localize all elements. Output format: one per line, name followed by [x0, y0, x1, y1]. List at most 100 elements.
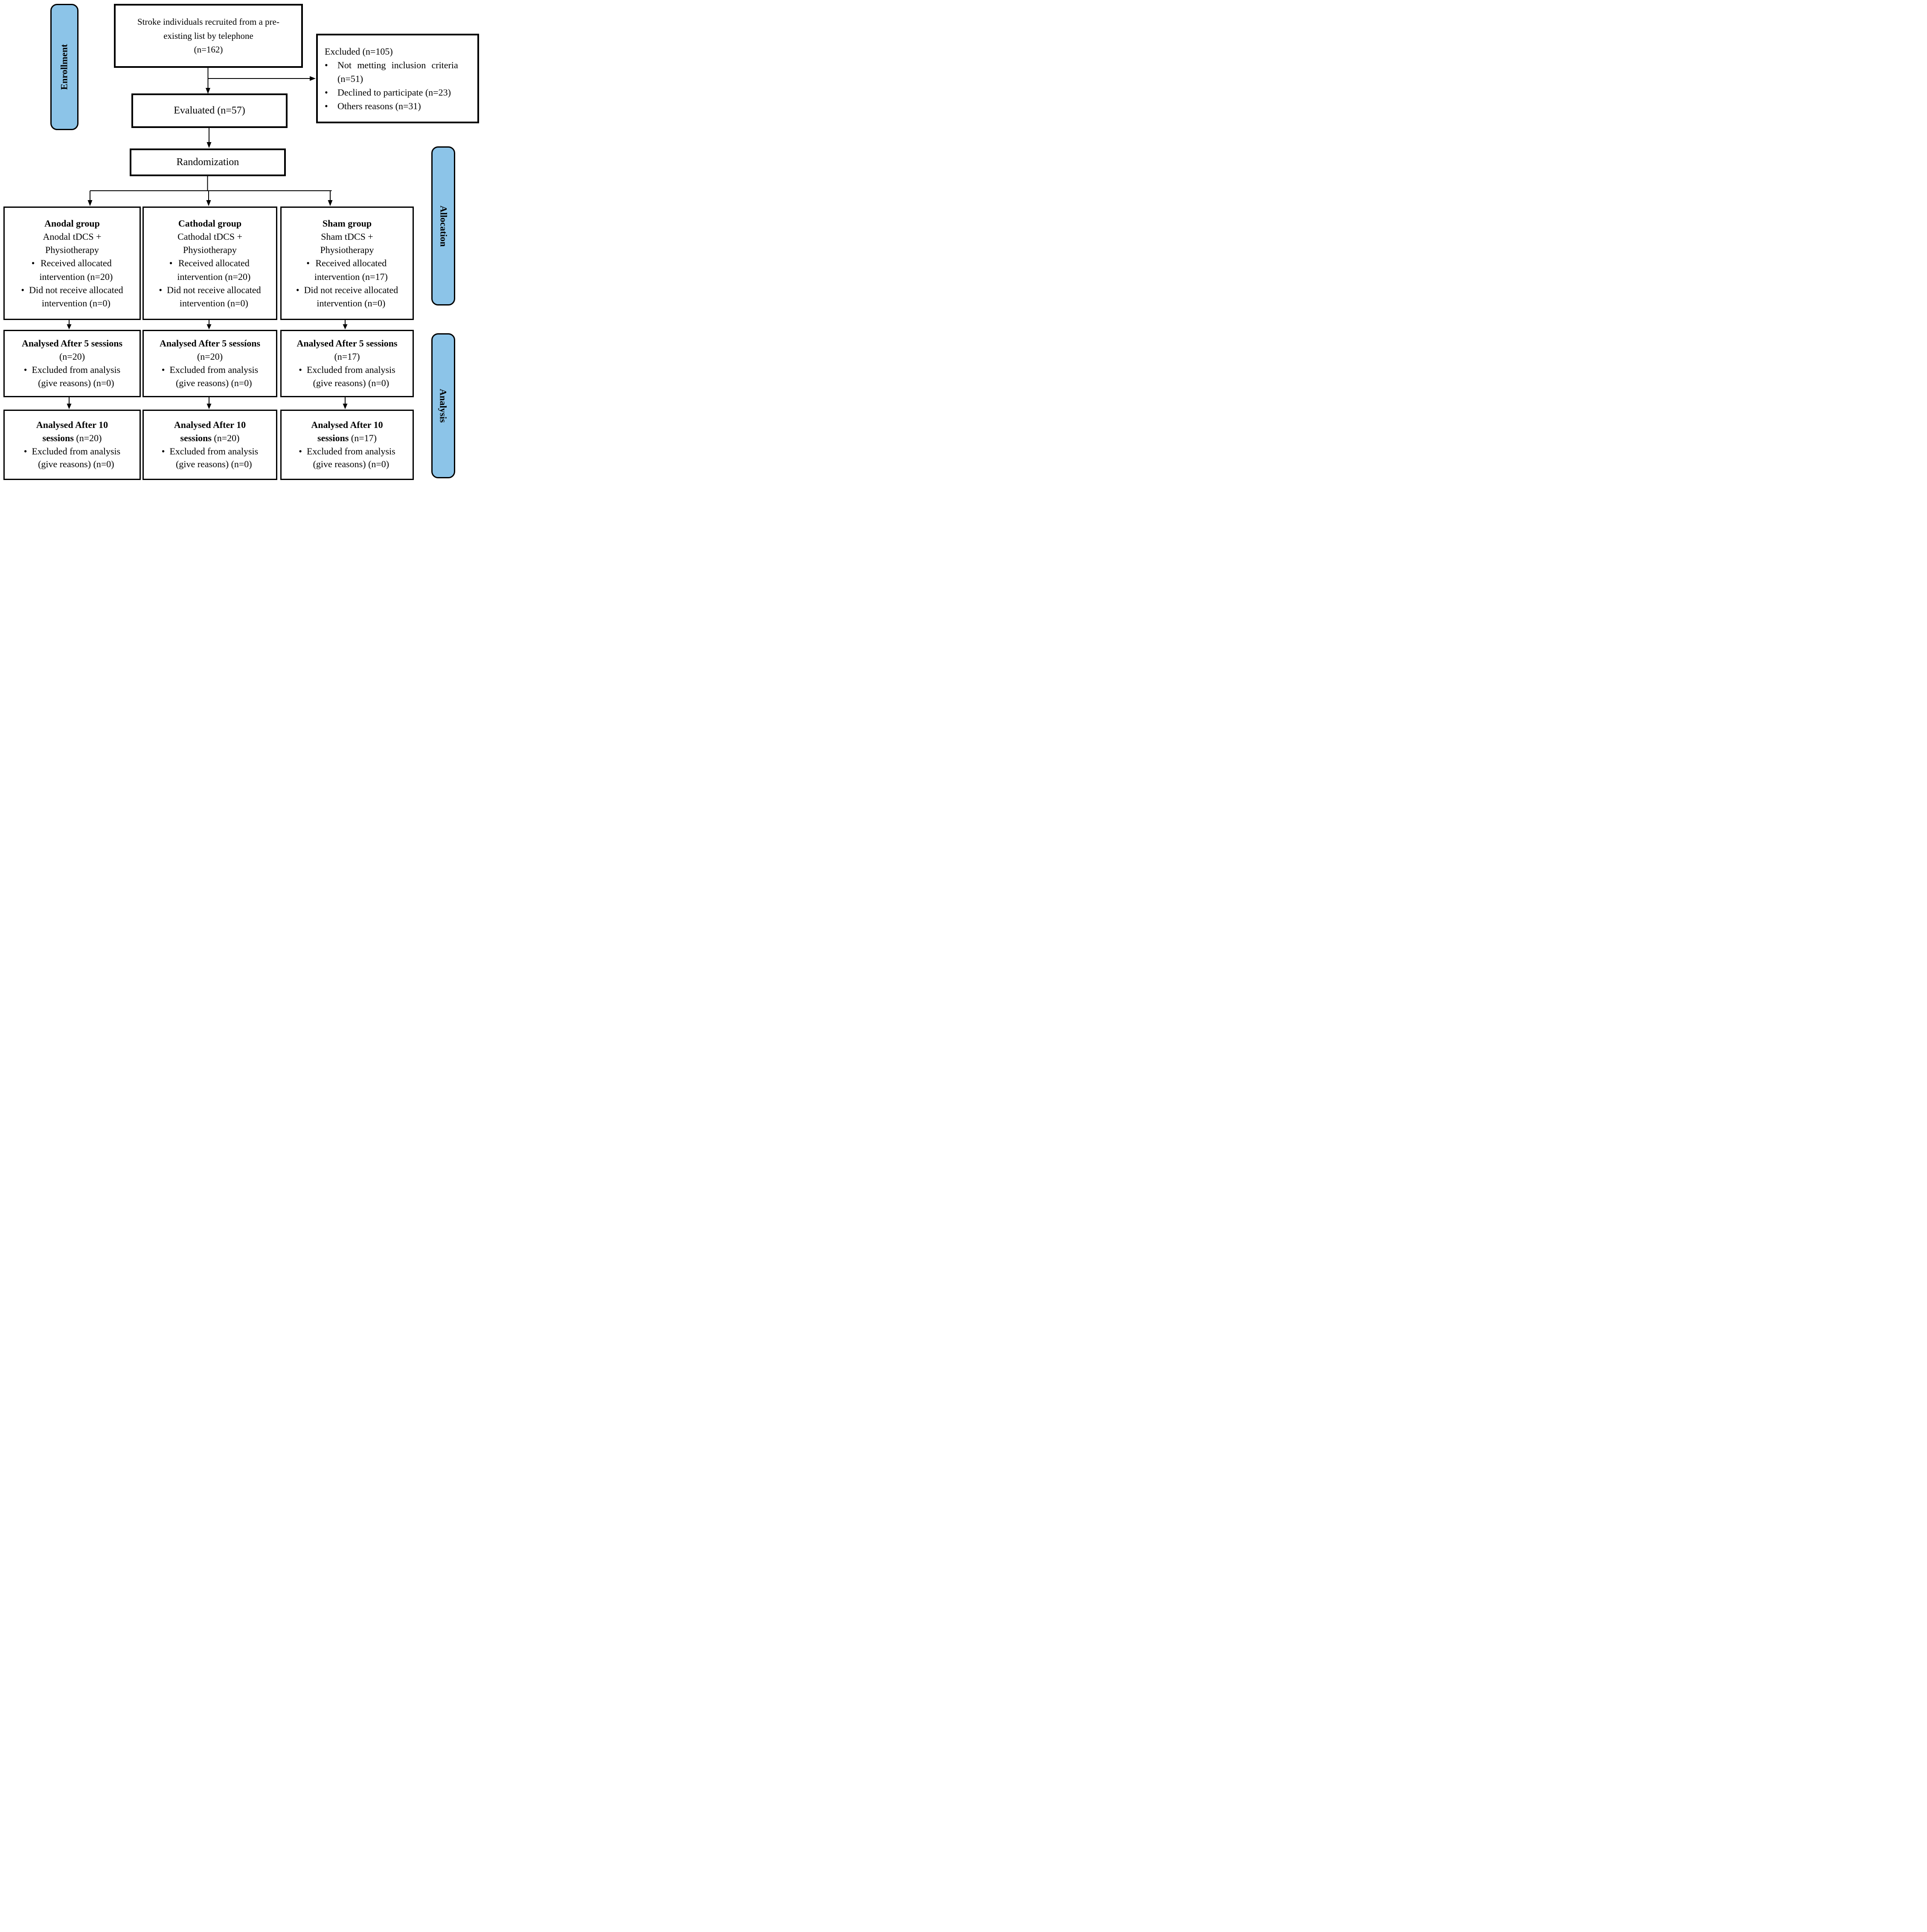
bullet-line: intervention (n=0)	[317, 298, 386, 309]
bullet-icon: •	[296, 284, 299, 295]
analysis-n: (n=17)	[334, 351, 360, 362]
randomization-box: Randomization	[130, 148, 286, 176]
consort-flow-diagram: Enrollment Allocation Analysis Stroke in…	[0, 0, 482, 483]
bullet-icon: •	[306, 258, 310, 269]
recruitment-box: Stroke individuals recruited from a pre-…	[114, 4, 303, 68]
analysis-title: Analysed After 10	[311, 419, 383, 430]
analysis-n: (n=17)	[351, 432, 377, 443]
bullet-icon: •	[23, 364, 27, 375]
group-title: Sham group	[322, 218, 372, 229]
bullet-line: (give reasons) (n=0)	[313, 377, 389, 388]
evaluated-box: Evaluated (n=57)	[131, 93, 288, 128]
bullet-icon: •	[325, 60, 328, 71]
group-subtitle: Cathodal tDCS +	[177, 231, 242, 242]
bullet-line: (give reasons) (n=0)	[38, 459, 114, 470]
excluded-item: • Declined to participate (n=23)	[325, 86, 451, 99]
bullet-line: Excluded from analysis	[306, 364, 395, 375]
analysis-title-bold: sessions	[180, 432, 212, 443]
analysis-bullet-item: • Excluded from analysis (give reasons) …	[284, 445, 410, 471]
bullet-icon: •	[161, 445, 165, 457]
analysis-bullet-item: • Excluded from analysis (give reasons) …	[284, 364, 410, 390]
stage-label-text: Allocation	[438, 205, 449, 247]
cathodal-after10-box: Analysed After 10 sessions (n=20) • Excl…	[142, 410, 277, 480]
analysis-bullet-item: • Excluded from analysis (give reasons) …	[7, 364, 137, 390]
anodal-group-box: Anodal group Anodal tDCS + Physiotherapy…	[3, 207, 141, 320]
bullet-icon: •	[23, 445, 27, 457]
stage-label-analysis: Analysis	[431, 333, 455, 478]
group-bullet-item: • Did not receive allocated intervention…	[7, 283, 137, 310]
bullet-line: Received allocated	[40, 258, 112, 269]
analysis-title: Analysed After 10	[36, 419, 108, 430]
analysis-title: Analysed After 5 sessions	[21, 338, 123, 349]
bullet-icon: •	[31, 258, 35, 269]
bullet-line: Excluded from analysis	[306, 445, 395, 457]
stage-label-text: Enrollment	[59, 44, 70, 90]
excluded-item-line: (n=51)	[337, 73, 363, 84]
analysis-bullet-item: • Excluded from analysis (give reasons) …	[146, 445, 273, 471]
bullet-line: Did not receive allocated	[304, 284, 398, 295]
stage-label-text: Analysis	[438, 389, 449, 423]
analysis-title-line2: sessions (n=20)	[180, 432, 240, 445]
group-subtitle: Physiotherapy	[45, 244, 99, 256]
bullet-line: intervention (n=20)	[39, 271, 113, 282]
group-bullet-item: • Received allocated intervention (n=20)	[7, 256, 137, 283]
stage-label-enrollment: Enrollment	[50, 4, 78, 130]
group-bullet-item: • Received allocated intervention (n=17)	[284, 256, 410, 283]
bullet-icon: •	[169, 258, 173, 269]
bullet-line: intervention (n=0)	[41, 298, 110, 309]
box-line: Evaluated (n=57)	[174, 105, 245, 116]
analysis-n: (n=20)	[214, 432, 240, 443]
bullet-icon: •	[299, 445, 302, 457]
analysis-bullet-item: • Excluded from analysis (give reasons) …	[7, 445, 137, 471]
bullet-line: (give reasons) (n=0)	[176, 459, 252, 470]
bullet-line: intervention (n=20)	[177, 271, 251, 282]
bullet-line: (give reasons) (n=0)	[176, 377, 252, 388]
bullet-line: Excluded from analysis	[169, 445, 259, 457]
box-line: Stroke individuals recruited from a pre-	[137, 17, 279, 27]
excluded-item-line: Others reasons (n=31)	[337, 100, 421, 111]
analysis-title-bold: sessions	[317, 432, 349, 443]
bullet-icon: •	[325, 100, 328, 111]
bullet-icon: •	[299, 364, 302, 375]
bullet-icon: •	[161, 364, 165, 375]
bullet-icon: •	[159, 284, 163, 295]
bullet-line: Received allocated	[315, 258, 387, 269]
group-subtitle: Anodal tDCS +	[43, 231, 102, 242]
group-subtitle: Sham tDCS +	[321, 231, 373, 242]
group-subtitle: Physiotherapy	[320, 244, 374, 256]
group-title: Cathodal group	[178, 218, 242, 229]
box-line: Randomization	[176, 157, 239, 168]
box-line: existing list by telephone	[163, 30, 253, 41]
analysis-title: Analysed After 10	[174, 419, 246, 430]
cathodal-after5-box: Analysed After 5 sessíons (n=20) • Exclu…	[142, 330, 277, 397]
analysis-title: Analysed After 5 sessíons	[159, 338, 261, 349]
analysis-title-line2: sessions (n=20)	[43, 432, 102, 445]
analysis-n: (n=20)	[76, 432, 102, 443]
excluded-item: • Not metting inclusion criteria (n=51)	[325, 58, 458, 86]
analysis-bullet-item: • Excluded from analysis (give reasons) …	[146, 364, 273, 390]
analysis-title-line2: sessions (n=17)	[317, 432, 377, 445]
group-bullet-item: • Did not receive allocated intervention…	[284, 283, 410, 310]
sham-after10-box: Analysed After 10 sessions (n=17) • Excl…	[280, 410, 414, 480]
stage-label-allocation: Allocation	[431, 146, 455, 306]
bullet-line: Received allocated	[178, 258, 250, 269]
sham-group-box: Sham group Sham tDCS + Physiotherapy • R…	[280, 207, 414, 320]
excluded-item-line: Not metting inclusion criteria	[337, 60, 458, 71]
bullet-line: (give reasons) (n=0)	[313, 459, 389, 470]
bullet-line: (give reasons) (n=0)	[38, 377, 114, 388]
bullet-line: Did not receive allocated	[29, 284, 123, 295]
anodal-after10-box: Analysed After 10 sessions (n=20) • Excl…	[3, 410, 141, 480]
bullet-line: Did not receive allocated	[167, 284, 261, 295]
bullet-line: intervention (n=0)	[179, 298, 248, 309]
excluded-box: Excluded (n=105) • Not metting inclusion…	[316, 34, 479, 123]
box-line: (n=162)	[194, 44, 223, 55]
bullet-line: intervention (n=17)	[314, 271, 388, 282]
excluded-title: Excluded (n=105)	[325, 46, 393, 57]
group-bullet-item: • Received allocated intervention (n=20)	[146, 256, 273, 283]
bullet-line: Excluded from analysis	[32, 364, 121, 375]
sham-after5-box: Analysed After 5 sessions (n=17) • Exclu…	[280, 330, 414, 397]
group-title: Anodal group	[44, 218, 100, 229]
excluded-item-line: Declined to participate (n=23)	[337, 87, 451, 98]
cathodal-group-box: Cathodal group Cathodal tDCS + Physiothe…	[142, 207, 277, 320]
group-subtitle: Physiotherapy	[183, 244, 237, 256]
